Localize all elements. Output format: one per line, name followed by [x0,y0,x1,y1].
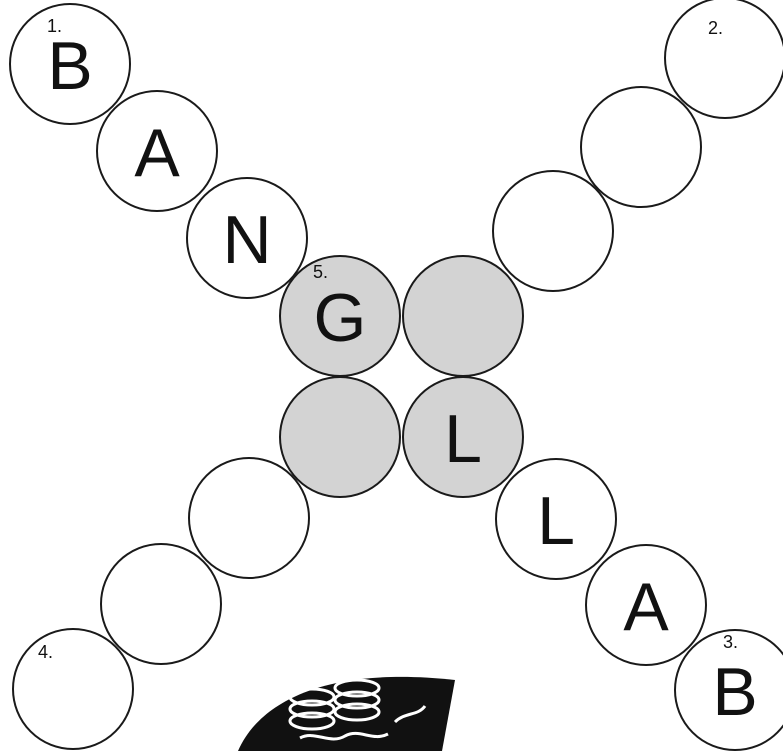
cell-circle[interactable] [9,3,131,125]
puzzle-cell[interactable]: A [585,544,707,666]
clue-number: 3. [723,632,738,652]
cell-letter: B [47,28,92,104]
puzzle-cell[interactable]: L [495,458,617,580]
shared-cell[interactable]: L [402,376,524,498]
clue-number: 2. [708,18,723,38]
cell-letter: N [222,202,271,278]
puzzle-cell[interactable]: B3. [674,629,783,751]
cell-circle[interactable] [492,170,614,292]
cell-letter: A [134,115,180,191]
cell-circle[interactable] [580,86,702,208]
cell-letter: L [444,401,482,477]
cell-letter: B [712,654,757,730]
puzzle-cell[interactable] [188,457,310,579]
puzzle-cell[interactable] [492,170,614,292]
cell-circle[interactable] [585,544,707,666]
partial-illustration [238,676,455,751]
clue-number: 4. [38,642,53,662]
cell-circle[interactable] [495,458,617,580]
shared-cell[interactable]: G5. [279,255,401,377]
clue-number: 1. [47,16,62,36]
cell-circle[interactable] [402,255,524,377]
cell-circle[interactable] [186,177,308,299]
cell-circle[interactable] [674,629,783,751]
puzzle-cell[interactable] [100,543,222,665]
cell-circle[interactable] [402,376,524,498]
shared-cell[interactable] [402,255,524,377]
puzzle-cell[interactable] [580,86,702,208]
cell-circle[interactable] [96,90,218,212]
cell-circle[interactable] [100,543,222,665]
cell-circle[interactable] [664,0,783,119]
puzzle-cell[interactable]: 4. [12,628,134,750]
cell-circle[interactable] [279,376,401,498]
cell-letter: G [314,280,367,356]
cell-circle[interactable] [12,628,134,750]
cell-letter: A [623,569,669,645]
puzzle-cell[interactable]: A [96,90,218,212]
puzzle-cell[interactable]: 2. [664,0,783,119]
puzzle-cell[interactable]: N [186,177,308,299]
cell-letter: L [537,483,575,559]
clue-number: 5. [313,262,328,282]
shared-cell[interactable] [279,376,401,498]
cell-circle[interactable] [188,457,310,579]
puzzle-cell[interactable]: B1. [9,3,131,125]
